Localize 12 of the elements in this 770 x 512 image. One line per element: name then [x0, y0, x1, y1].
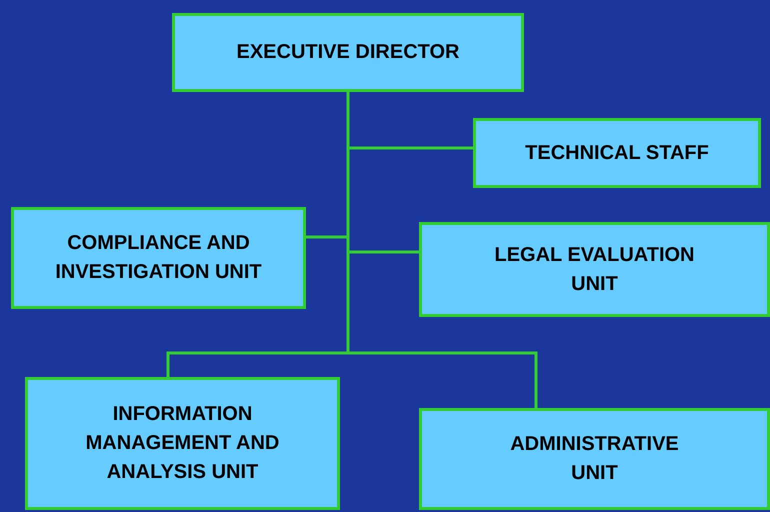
- unit-title: INFORMATION MANAGEMENT AND ANALYSIS UNIT: [84, 402, 280, 485]
- unit-box: [172, 13, 524, 92]
- unit-box: [419, 408, 770, 510]
- unit-box: [419, 222, 770, 317]
- unit-title: LEGAL EVALUATION UNIT: [494, 242, 696, 296]
- unit-title: TECHNICAL STAFF: [525, 140, 709, 166]
- unit-title: COMPLIANCE AND INVESTIGATION UNIT: [54, 231, 263, 285]
- unit-title: EXECUTIVE DIRECTOR: [236, 40, 460, 65]
- unit-box: [25, 377, 340, 510]
- unit-box: [473, 118, 761, 188]
- unit-box: [11, 207, 306, 309]
- unit-title: ADMINISTRATIVE UNIT: [509, 432, 680, 486]
